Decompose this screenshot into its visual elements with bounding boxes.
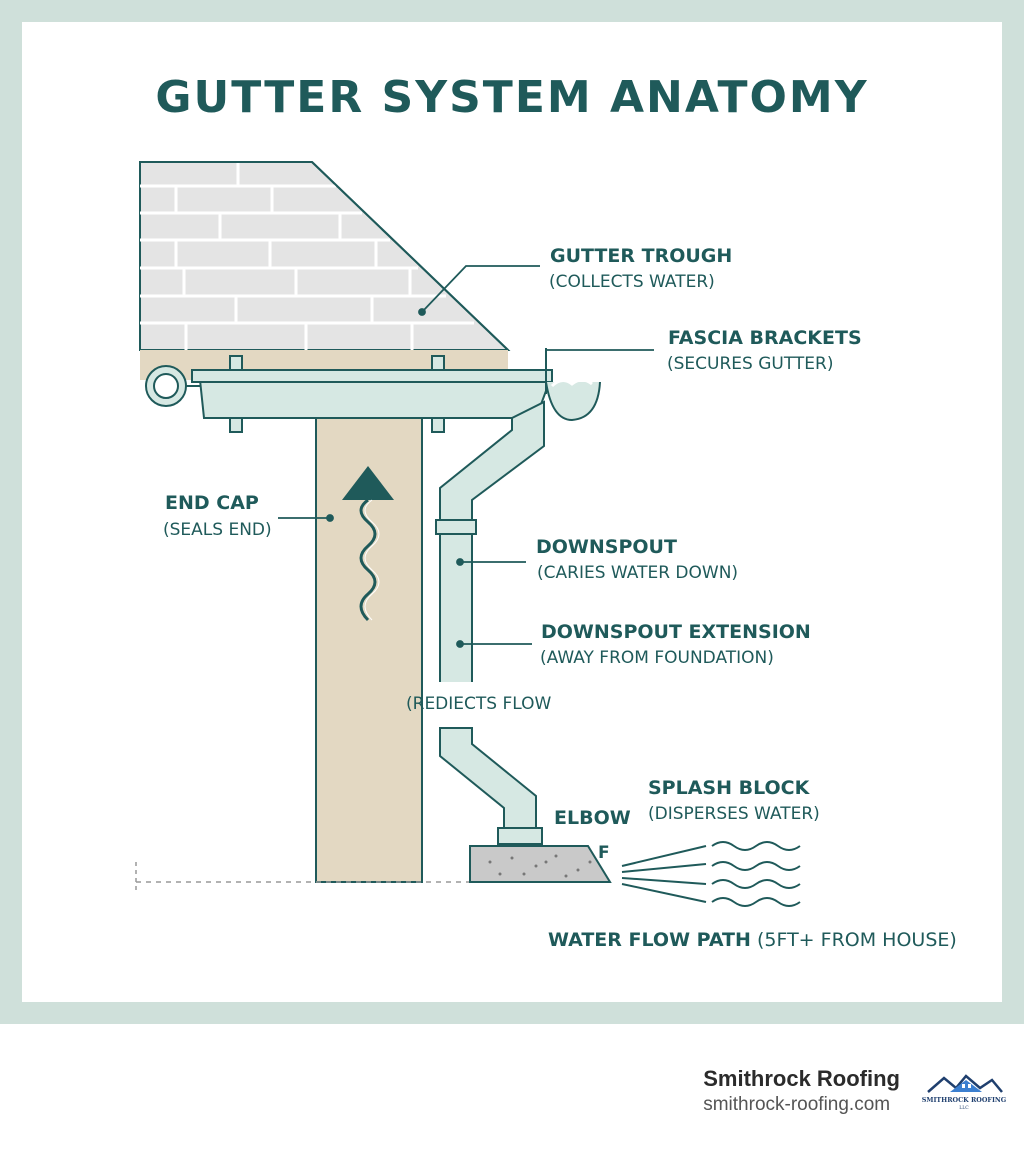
diagram-title: GUTTER SYSTEM ANATOMY [155, 72, 869, 123]
water-flow-path-label: WATER FLOW PATH (5FT+ FROM HOUSE) [548, 929, 957, 951]
roof-shingles [139, 161, 511, 351]
brand-url: smithrock-roofing.com [703, 1094, 891, 1115]
water-flow-lines [621, 841, 801, 907]
splash-block-desc: (DISPERSES WATER) [648, 804, 820, 824]
downspout-extension-desc: (AWAY FROM FOUNDATION) [540, 648, 774, 668]
end-cap-shape [145, 365, 200, 407]
gutter-diagram [135, 161, 801, 907]
redirects-flow-label: (REDIECTS FLOW [406, 694, 552, 714]
water-flow-path-name: WATER FLOW PATH [548, 929, 751, 951]
brand-block: Smithrock Roofing smithrock-roofing.com [703, 1066, 900, 1116]
gutter-trough-label: GUTTER TROUGH [550, 245, 733, 267]
gutter-trough-desc: (COLLECTS WATER) [549, 272, 715, 292]
logo-text: SMITHROCK ROOFING [922, 1096, 1006, 1104]
fascia-brackets-label: FASCIA BRACKETS [668, 327, 862, 349]
end-cap-label: END CAP [165, 492, 259, 514]
gutter-profile-shape [545, 348, 601, 422]
splash-block-label: SPLASH BLOCK [648, 777, 810, 799]
splash-block-shape [469, 845, 612, 883]
fascia-brackets-desc: (SECURES GUTTER) [667, 354, 834, 374]
upward-flow-arrow-icon [342, 466, 394, 622]
downspout-label: DOWNSPOUT [536, 536, 677, 558]
fascia-brackets-shape [229, 355, 445, 433]
brand-logo-icon: SMITHROCK ROOFING LLC [922, 1074, 1006, 1111]
leader-lines [278, 265, 654, 648]
downspout-shape [435, 400, 545, 845]
splash-block-marker: F [598, 843, 610, 863]
gutter-trough-shape [191, 369, 553, 419]
downspout-extension-label: DOWNSPOUT EXTENSION [541, 621, 811, 643]
end-cap-desc: (SEALS END) [163, 520, 272, 540]
elbow-label: ELBOW [554, 807, 631, 829]
downspout-desc: (CARIES WATER DOWN) [537, 563, 739, 583]
brand-name: Smithrock Roofing [703, 1066, 900, 1091]
water-flow-path-desc: (5FT+ FROM HOUSE) [756, 929, 957, 951]
logo-sub: LLC [959, 1105, 969, 1111]
